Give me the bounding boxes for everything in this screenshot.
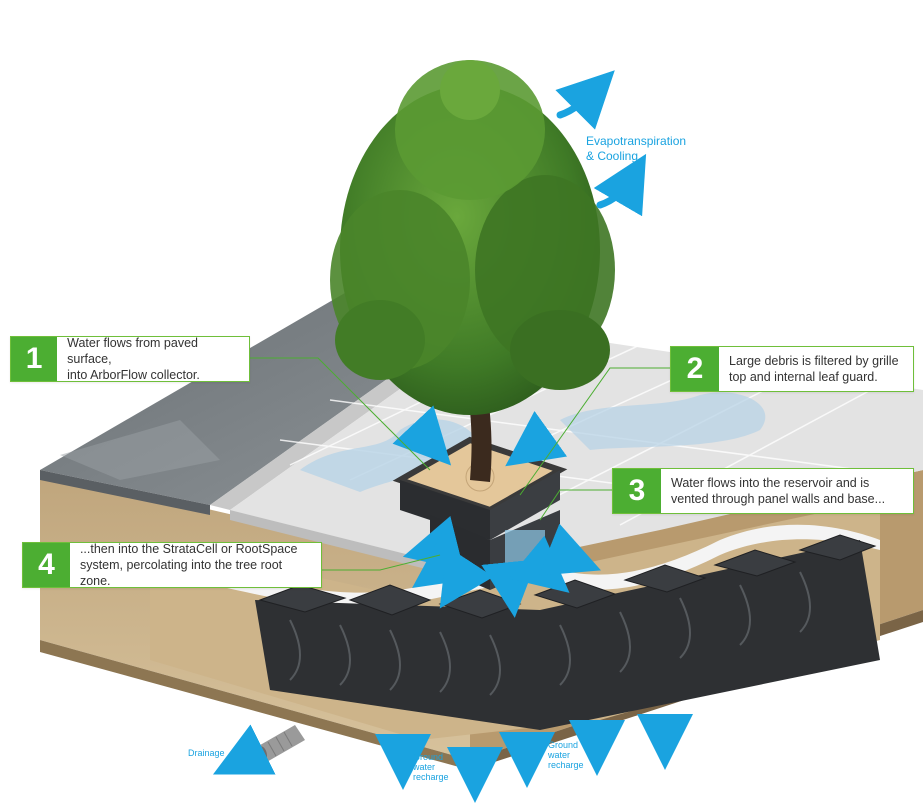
callout-leaders <box>248 357 670 571</box>
callout-3-line-1: Water flows into the reservoir and is <box>671 476 870 490</box>
callout-3-number: 3 <box>613 469 661 513</box>
callout-3: 3 Water flows into the reservoir and is … <box>612 468 914 514</box>
tree-canopy <box>330 60 615 415</box>
callout-3-line-2: vented through panel walls and base... <box>671 492 886 506</box>
recharge-a-line-1: Ground <box>413 752 444 762</box>
evap-line-2: & Cooling <box>586 149 639 163</box>
callout-2-line-1: Large debris is filtered by grille <box>729 354 899 368</box>
callout-2-number: 2 <box>671 347 719 391</box>
callout-2-text: Large debris is filtered by grille top a… <box>719 347 909 391</box>
stratacell-modules <box>255 534 880 730</box>
callout-1-line-1: Water flows from paved surface, <box>67 336 198 366</box>
callout-1-text: Water flows from paved surface, into Arb… <box>57 336 249 382</box>
callout-2: 2 Large debris is filtered by grille top… <box>670 346 914 392</box>
evapotranspiration-label: Evapotranspiration & Cooling <box>586 134 686 164</box>
callout-1-number: 1 <box>11 337 58 381</box>
recharge-b-line-1: Ground <box>548 740 579 750</box>
callout-1-line-2: into ArborFlow collector. <box>67 368 200 382</box>
callout-4: 4 ...then into the StrataCell or RootSpa… <box>22 542 322 588</box>
drainage-label: Drainage <box>188 748 225 758</box>
recharge-a-line-3: recharge <box>413 772 449 782</box>
recharge-b-line-2: water <box>548 750 571 760</box>
callout-3-text: Water flows into the reservoir and is ve… <box>661 469 895 513</box>
geotextile-layer <box>170 524 880 608</box>
recharge-b-line-3: recharge <box>548 760 584 770</box>
callout-4-text: ...then into the StrataCell or RootSpace… <box>70 542 321 588</box>
evap-line-1: Evapotranspiration <box>586 134 687 148</box>
groundwater-recharge-label-a: Ground water recharge <box>413 752 449 782</box>
groundwater-recharge-label-b: Ground water recharge <box>548 740 584 770</box>
water-flow-arrows <box>212 70 693 803</box>
callout-4-line-2: system, percolating into the tree root z… <box>79 558 283 588</box>
recharge-a-line-2: water <box>413 762 436 772</box>
callout-4-number: 4 <box>23 543 70 587</box>
callout-2-line-2: top and internal leaf guard. <box>729 370 878 384</box>
drainage-pipe <box>253 725 305 766</box>
callout-4-line-1: ...then into the StrataCell or RootSpace <box>79 542 298 556</box>
callout-1: 1 Water flows from paved surface, into A… <box>10 336 250 382</box>
